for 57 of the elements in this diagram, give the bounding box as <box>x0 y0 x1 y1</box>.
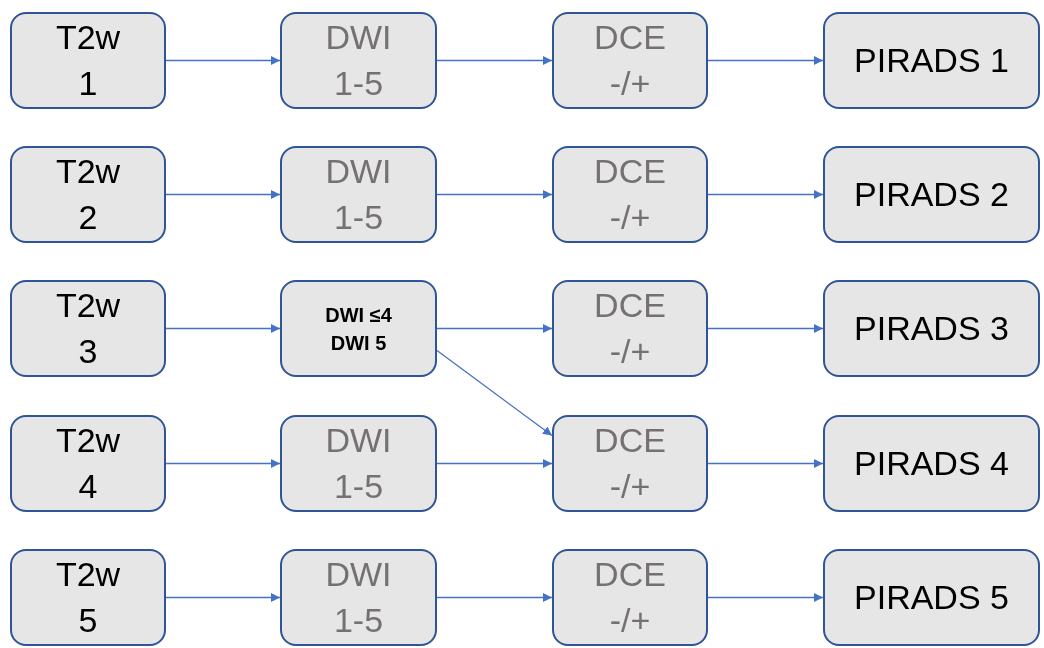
arrow <box>436 593 553 602</box>
arrow <box>165 324 281 333</box>
process-box <box>10 12 166 109</box>
box-label: PIRADS 2 <box>854 173 1009 215</box>
process-box <box>280 12 437 109</box>
process-box <box>552 146 708 243</box>
arrow <box>436 459 553 468</box>
process-box <box>552 415 708 512</box>
process-box <box>280 415 437 512</box>
arrow <box>165 190 281 199</box>
arrow <box>707 190 824 199</box>
score-line: DWI 5 <box>330 330 387 356</box>
box-label: T2w 4 <box>55 419 121 507</box>
box-label: T2w 1 <box>55 16 121 104</box>
box-label: PIRADS 4 <box>854 442 1009 484</box>
box-label: DCE -/+ <box>594 150 666 238</box>
process-box <box>10 415 166 512</box>
process-box <box>10 146 166 243</box>
process-box <box>552 549 708 646</box>
arrow <box>436 324 553 333</box>
process-box <box>10 280 166 377</box>
process-box <box>280 146 437 243</box>
arrow <box>165 459 281 468</box>
process-box <box>280 280 437 377</box>
box-label: DCE -/+ <box>594 419 666 507</box>
box-label: T2w 5 <box>55 553 121 641</box>
box-label: PIRADS 3 <box>854 307 1009 349</box>
process-box <box>823 415 1040 512</box>
process-box <box>552 280 708 377</box>
box-label: T2w 2 <box>55 150 121 238</box>
arrow <box>707 593 824 602</box>
arrow <box>707 459 824 468</box>
box-label: DCE -/+ <box>594 16 666 104</box>
process-box <box>823 549 1040 646</box>
arrow <box>165 56 281 65</box>
box-label: PIRADS 1 <box>854 39 1009 81</box>
box-label: DWI 1-5 <box>325 16 392 104</box>
arrow <box>165 593 281 602</box>
arrow <box>707 56 824 65</box>
box-label: DWI 1-5 <box>325 150 392 238</box>
score-line: DWI ≤4 <box>325 302 392 328</box>
box-label: T2w 3 <box>55 284 121 372</box>
box-label: DWI 1-5 <box>325 553 392 641</box>
box-label: DCE -/+ <box>594 284 666 372</box>
box-label: PIRADS 5 <box>854 576 1009 618</box>
box-label: DWI 1-5 <box>325 419 392 507</box>
box-label: DCE -/+ <box>594 553 666 641</box>
process-box <box>552 12 708 109</box>
process-box <box>823 12 1040 109</box>
process-box <box>823 146 1040 243</box>
process-box <box>10 549 166 646</box>
arrow <box>707 324 824 333</box>
process-box <box>280 549 437 646</box>
arrow <box>436 56 553 65</box>
arrow <box>436 190 553 199</box>
arrow <box>436 349 553 437</box>
process-box <box>823 280 1040 377</box>
